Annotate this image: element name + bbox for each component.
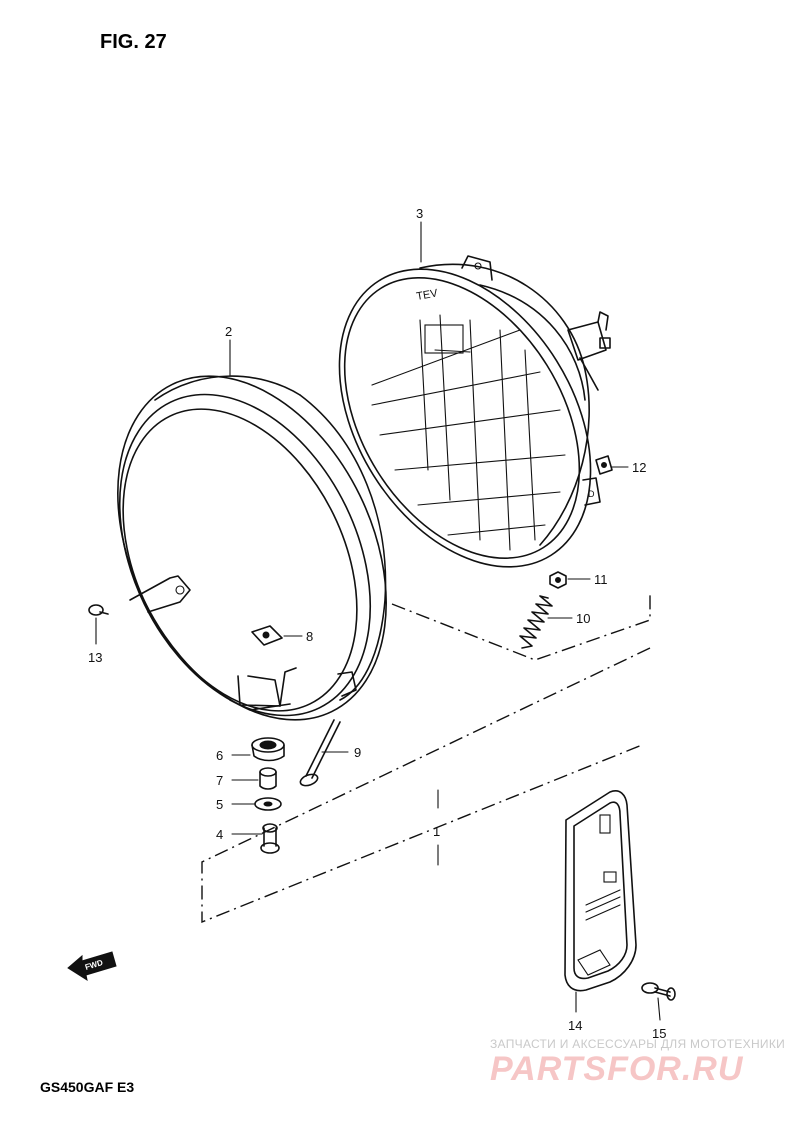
watermark: ЗАПЧАСТИ И АКСЕССУАРЫ ДЛЯ МОТОТЕХНИКИ PA… — [490, 1037, 785, 1088]
screw-15 — [641, 982, 676, 1001]
callout-7: 7 — [216, 773, 223, 788]
headlight-housing-case — [117, 375, 387, 721]
callout-11: 11 — [594, 572, 608, 587]
callout-5: 5 — [216, 797, 223, 812]
sealed-beam-headlight-unit: D TEV — [338, 255, 611, 568]
collar-7 — [259, 767, 277, 790]
callout-3: 3 — [416, 206, 423, 221]
adjust-screw-9 — [299, 719, 341, 787]
callout-13: 13 — [88, 650, 102, 665]
callout-14: 14 — [568, 1018, 582, 1033]
washer-5 — [254, 797, 282, 811]
spring-10 — [519, 595, 553, 649]
callout-8: 8 — [306, 629, 313, 644]
callout-labels: 3 2 1 6 7 5 4 8 9 13 10 11 12 14 15 — [88, 206, 666, 1041]
watermark-brand: PARTSFOR.RU — [490, 1050, 744, 1088]
bolt-4 — [260, 823, 280, 854]
rubber-grommet-6 — [251, 737, 285, 762]
callout-15: 15 — [652, 1026, 666, 1041]
reflector-14 — [564, 790, 637, 992]
clip-nut-8 — [251, 625, 283, 646]
callout-6: 6 — [216, 748, 223, 763]
leader-lines — [95, 221, 661, 1021]
callout-9: 9 — [354, 745, 361, 760]
callout-12: 12 — [632, 460, 646, 475]
callout-2: 2 — [225, 324, 232, 339]
nut-11 — [549, 571, 567, 589]
callout-4: 4 — [216, 827, 223, 842]
callout-10: 10 — [576, 611, 590, 626]
svg-text:D: D — [588, 489, 595, 499]
clip-nut-12 — [595, 455, 613, 475]
watermark-tagline: ЗАПЧАСТИ И АКСЕССУАРЫ ДЛЯ МОТОТЕХНИКИ — [490, 1037, 785, 1051]
callout-1: 1 — [433, 824, 440, 839]
model-code: GS450GAF E3 — [40, 1079, 134, 1095]
figure-title: FIG. 27 — [100, 31, 167, 53]
screw-13 — [88, 604, 109, 616]
assembly-group-outline — [201, 592, 651, 924]
forward-arrow-icon: FWD — [67, 951, 117, 982]
svg-text:TEV: TEV — [415, 287, 439, 303]
